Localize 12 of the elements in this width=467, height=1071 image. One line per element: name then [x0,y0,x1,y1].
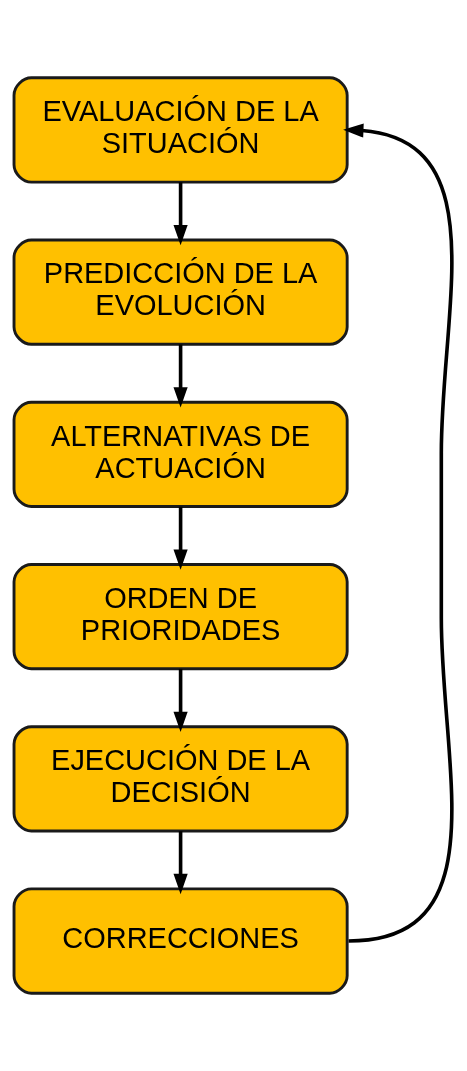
arrow [173,344,188,408]
arrow [173,831,188,895]
node-box: ORDEN DE PRIORIDADES [12,563,349,671]
arrow [173,506,188,570]
node-box: EJECUCIÓN DE LA DECISIÓN [12,725,349,833]
arrow [173,182,188,246]
node-box: CORRECCIONES [12,887,349,995]
node-box: EVALUACIÓN DE LA SITUACIÓN [12,76,349,184]
arrow [173,668,188,732]
node-box: PREDICCIÓN DE LA EVOLUCIÓN [12,238,349,346]
node-box: ALTERNATIVAS DE ACTUACIÓN [12,400,349,508]
arrow [343,123,454,943]
